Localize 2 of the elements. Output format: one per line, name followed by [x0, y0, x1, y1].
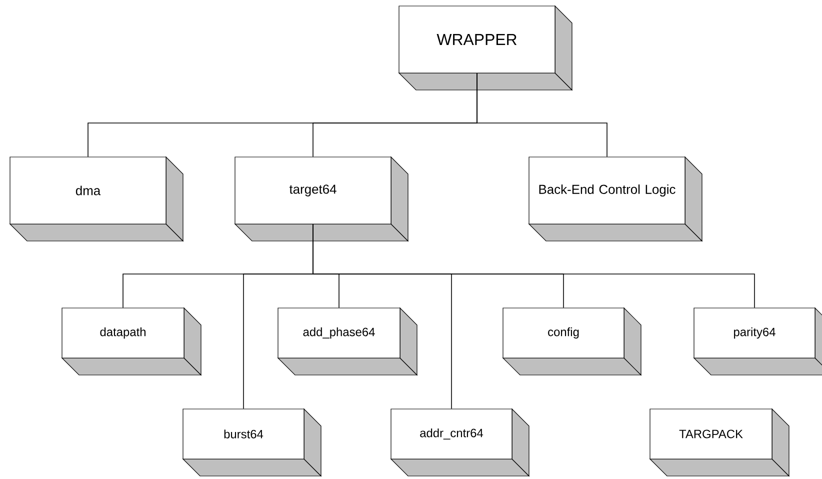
connector-line — [476, 72, 608, 158]
connector-line — [312, 224, 755, 308]
